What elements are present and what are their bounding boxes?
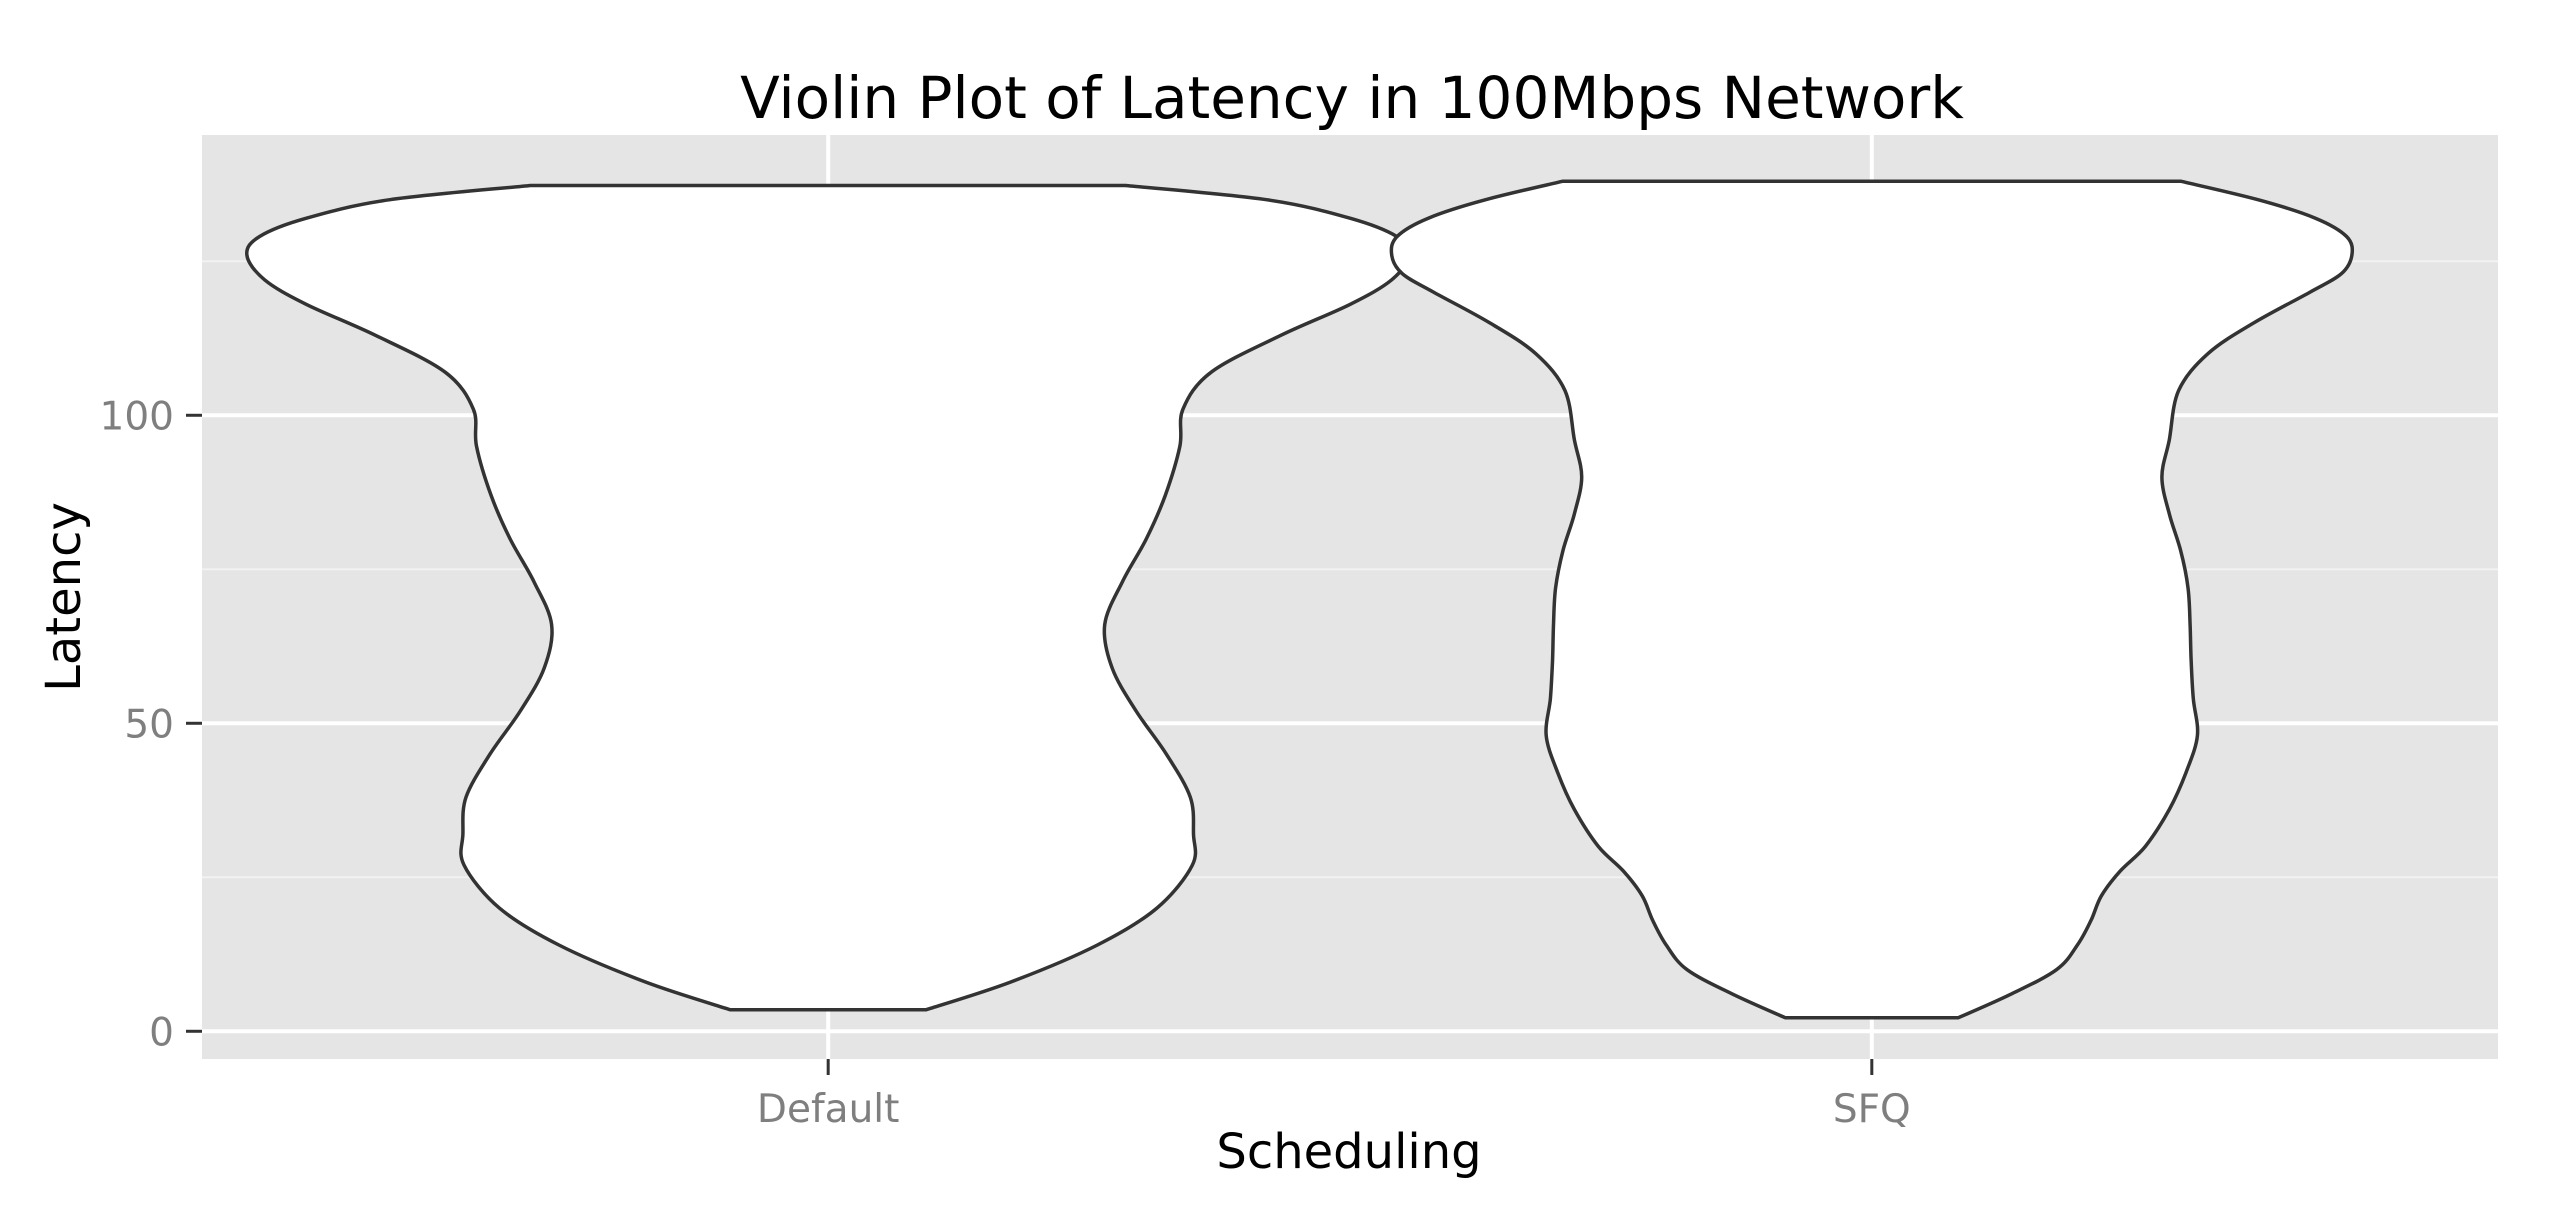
y-tick-label: 50 <box>124 702 174 747</box>
violin-sfq <box>1389 179 2355 1020</box>
violins <box>245 179 2355 1020</box>
x-axis-title: Scheduling <box>1216 1124 1481 1180</box>
x-tick-label: Default <box>757 1087 900 1132</box>
violin-default <box>245 183 1412 1012</box>
y-tick-label: 0 <box>149 1010 174 1055</box>
y-axis-title: Latency <box>36 502 92 692</box>
y-tick-label: 100 <box>100 394 174 439</box>
chart-title: Violin Plot of Latency in 100Mbps Networ… <box>740 64 1964 132</box>
x-tick-label: SFQ <box>1833 1087 1911 1132</box>
